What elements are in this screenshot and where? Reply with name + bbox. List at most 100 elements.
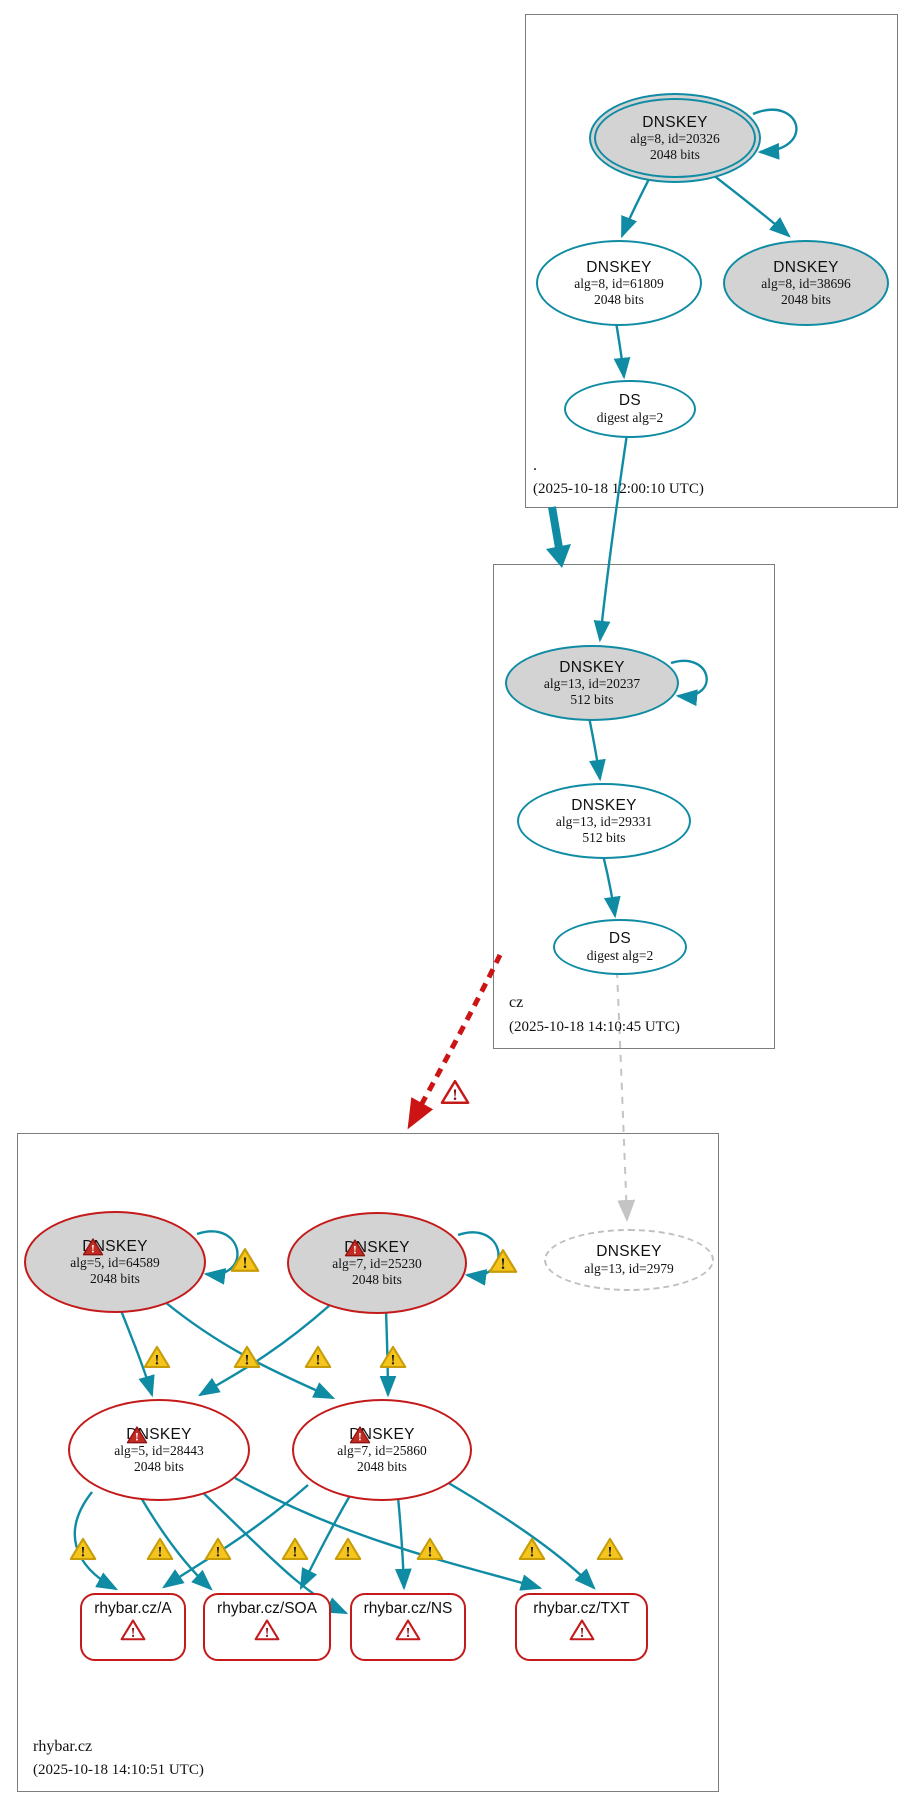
rrsig-warning-icon: ! [146,1537,174,1560]
key-error-icon: ! [127,1426,148,1444]
zone-label-rhybar: rhybar.cz [33,1738,93,1755]
key-error-icon: ! [350,1426,371,1444]
dnskey-detail: alg=8, id=61809 [574,276,664,292]
dnskey-title: DNSKEY! [349,1426,415,1444]
warning-icon-glyph: ! [242,1255,247,1272]
rrset-rhybar-soa[interactable]: rhybar.cz/SOA ! [203,1593,331,1661]
dnskey-size: 512 bits [570,691,614,707]
dnskey-detail: alg=13, id=20237 [543,676,641,692]
dnskey-node-rhybar-zsk-25860[interactable]: DNSKEY! alg=7, id=25860 2048 bits [292,1399,472,1501]
warning-icon-glyph: ! [353,1245,357,1257]
zone-box-root [525,14,898,508]
rrset-error-icon: ! [569,1619,594,1641]
ds-detail: digest alg=2 [586,948,654,964]
ds-detail: digest alg=2 [596,410,664,426]
rrset-label: rhybar.cz/SOA [217,1600,317,1617]
selfloop-warning-icon: ! [488,1249,518,1273]
dnskey-node-cz-zsk-29331[interactable]: DNSKEY alg=13, id=29331 512 bits [517,783,691,859]
dnskey-node-cz-ksk-20237[interactable]: DNSKEY alg=13, id=20237 512 bits [505,645,679,721]
rrsig-warning-icon: ! [143,1345,171,1368]
warning-icon-glyph: ! [91,1244,95,1256]
rrsig-warning-icon: ! [204,1537,232,1560]
warning-icon-glyph: ! [131,1625,136,1640]
zone-box-rhybar [17,1133,719,1792]
zone-box-cz [493,564,775,1049]
warning-icon-glyph: ! [293,1544,298,1560]
dnskey-detail: alg=8, id=38696 [761,276,851,292]
dnskey-detail: alg=7, id=25230 [332,1256,422,1272]
rrsig-warning-icon: ! [233,1345,261,1368]
warning-icon-glyph: ! [155,1352,160,1368]
zone-timestamp-cz: (2025-10-18 14:10:45 UTC) [509,1019,680,1035]
rrset-label: rhybar.cz/NS [363,1600,453,1617]
dnskey-size: 2048 bits [357,1458,407,1474]
zone-label-cz: cz [509,994,524,1011]
ds-title: DS [608,930,632,948]
dnskey-node-root-ksk-20326[interactable]: DNSKEY alg=8, id=20326 2048 bits [589,93,761,183]
dnskey-size: 2048 bits [134,1458,184,1474]
rrsig-warning-icon: ! [518,1537,546,1560]
dnskey-detail: alg=7, id=25860 [337,1443,427,1459]
warning-icon-glyph: ! [391,1352,396,1368]
warning-icon-glyph: ! [316,1352,321,1368]
dnskey-title: DNSKEY [571,796,637,814]
rrsig-warning-icon: ! [304,1345,332,1368]
dnskey-size: 2048 bits [781,291,831,307]
dnskey-title: DNSKEY! [82,1238,148,1256]
dnskey-size: 2048 bits [90,1270,140,1286]
dnskey-node-rhybar-zsk-28443[interactable]: DNSKEY! alg=5, id=28443 2048 bits [68,1399,250,1501]
warning-icon-glyph: ! [358,1432,362,1444]
warning-icon-glyph: ! [579,1625,584,1640]
dnskey-node-rhybar-ksk-64589[interactable]: DNSKEY! alg=5, id=64589 2048 bits [24,1211,206,1313]
dnskey-detail: alg=8, id=20326 [630,131,720,147]
rrset-rhybar-txt[interactable]: rhybar.cz/TXT ! [515,1593,648,1661]
warning-icon-glyph: ! [346,1544,351,1560]
dnskey-node-rhybar-ksk-25230[interactable]: DNSKEY! alg=7, id=25230 2048 bits [287,1212,467,1314]
dnskey-node-root-38696[interactable]: DNSKEY alg=8, id=38696 2048 bits [723,240,889,326]
dnskey-size: 2048 bits [352,1271,402,1287]
dnskey-detail: alg=13, id=29331 [555,814,653,830]
dnskey-detail: alg=5, id=64589 [70,1255,160,1271]
warning-icon-glyph: ! [428,1544,433,1560]
warning-icon-glyph: ! [265,1625,270,1640]
zone-label-root: . [533,457,537,474]
warning-icon-glyph: ! [406,1625,411,1640]
zone-timestamp-root: (2025-10-18 12:00:10 UTC) [533,481,704,497]
rrsig-warning-icon: ! [379,1345,407,1368]
ds-node-root[interactable]: DS digest alg=2 [564,380,696,438]
edge-root-to-cz-delegation [548,506,563,549]
warning-icon-glyph: ! [81,1544,86,1560]
warning-icon-glyph: ! [158,1544,163,1560]
rrset-label: rhybar.cz/TXT [533,1600,630,1617]
dnskey-title: DNSKEY [596,1243,662,1261]
rrset-rhybar-a[interactable]: rhybar.cz/A ! [80,1593,186,1661]
rrset-label: rhybar.cz/A [94,1600,172,1617]
rrsig-warning-icon: ! [596,1537,624,1560]
dnskey-title: DNSKEY [559,658,625,676]
warning-icon-glyph: ! [216,1544,221,1560]
key-error-icon: ! [345,1239,366,1257]
warning-icon-glyph: ! [135,1432,139,1444]
delegation-error-icon: ! [440,1079,470,1104]
dnskey-node-root-zsk-61809[interactable]: DNSKEY alg=8, id=61809 2048 bits [536,240,702,326]
rrset-error-icon: ! [395,1619,421,1641]
rrset-rhybar-ns[interactable]: rhybar.cz/NS ! [350,1593,466,1661]
warning-icon-glyph: ! [245,1352,250,1368]
rrset-error-icon: ! [120,1619,146,1641]
dnskey-title: DNSKEY [773,258,839,276]
selfloop-warning-icon: ! [230,1248,260,1272]
warning-icon-glyph: ! [500,1256,505,1273]
rrsig-warning-icon: ! [334,1537,362,1560]
ds-title: DS [618,392,642,410]
dnskey-title: DNSKEY [586,258,652,276]
dnskey-title: DNSKEY [642,113,708,131]
key-error-icon: ! [83,1238,104,1256]
rrsig-warning-icon: ! [69,1537,97,1560]
ds-node-cz[interactable]: DS digest alg=2 [553,919,687,975]
warning-icon-glyph: ! [530,1544,535,1560]
warning-icon-glyph: ! [608,1544,613,1560]
dnskey-node-rhybar-missing-2979[interactable]: DNSKEY alg=13, id=2979 [544,1229,714,1291]
dnskey-size: 2048 bits [650,146,700,162]
rrset-error-icon: ! [254,1619,280,1641]
